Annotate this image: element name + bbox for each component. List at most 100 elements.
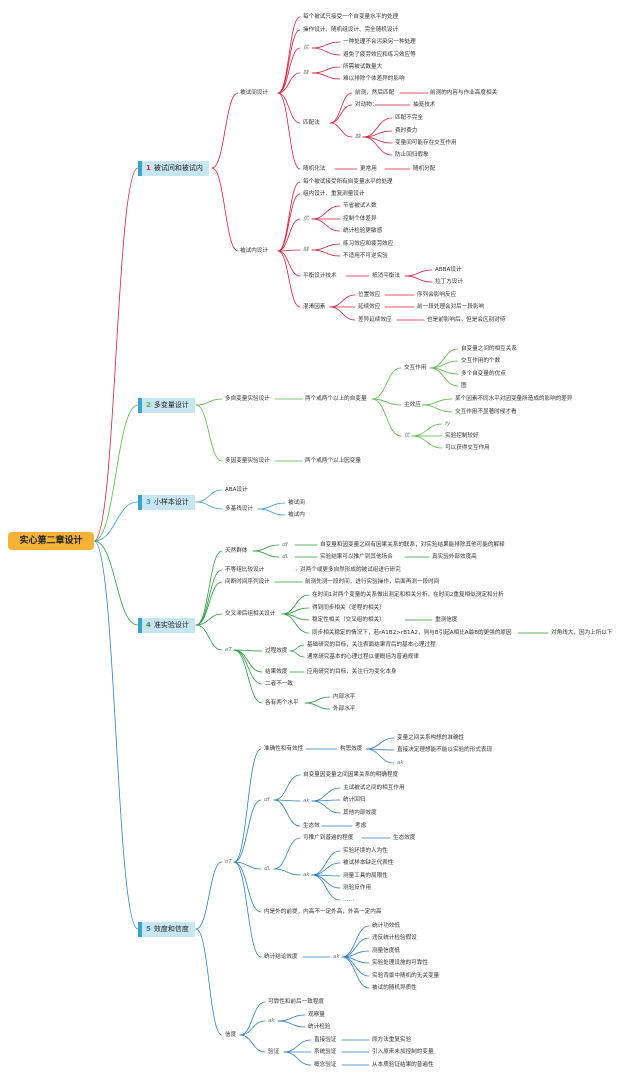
node-c5-rak[interactable]: ak <box>268 1018 275 1024</box>
node-c5-s4[interactable]: 实验处理设施的可靠性 <box>372 960 428 966</box>
node-c5-dak[interactable]: ak <box>303 872 310 878</box>
node-c4-ts[interactable]: 间断时间序列设计 <box>225 579 270 585</box>
node-c1-md2[interactable]: 费时费力 <box>395 128 418 134</box>
node-c4-cr3r[interactable]: 重测信度 <box>435 617 458 623</box>
node-c5-ra2[interactable]: 统计检验 <box>308 1024 331 1030</box>
node-c4-p1[interactable]: 基础研究的目标，关注表面结果背后的基本心理过程 <box>307 642 436 648</box>
node-c1-wa2[interactable]: 控制个体差异 <box>343 216 377 222</box>
node-c1-cf2[interactable]: 延续效应 <box>358 304 381 310</box>
node-c1-m2[interactable]: 对动物： <box>355 102 378 108</box>
node-c2-i1[interactable]: 自变量之间的相互关系 <box>461 346 517 352</box>
node-c5-co2[interactable]: 直接决定理想能不能以实验的形式表现 <box>397 747 493 753</box>
node-c5-construct[interactable]: 构思效度 <box>340 746 363 752</box>
node-c1-w2[interactable]: 组内设计、重复测量设计 <box>303 191 365 197</box>
node-c1-wdis[interactable]: 缺 <box>303 247 309 253</box>
node-c1-m1r[interactable]: 前测的内容与作业高度相关 <box>430 90 498 96</box>
node-c2-ad1[interactable]: fy <box>445 421 451 427</box>
node-c5-s2[interactable]: 违反统计检验假设 <box>372 935 417 941</box>
node-c1-d2[interactable]: 难以排除个体差异的影响 <box>343 76 405 82</box>
node-c2-i4[interactable]: 图 <box>461 383 467 389</box>
node-c4-noneq_t[interactable]: 对两个或更多自然形成的被试组进行研究 <box>300 567 401 573</box>
node-c3-mb1[interactable]: 被试间 <box>288 500 305 506</box>
node-c2-inter[interactable]: 交互作用 <box>404 365 427 371</box>
node-c5-dl1[interactable]: 可推广到普遍的程度 <box>303 835 354 841</box>
node-c2-adv[interactable]: 优 <box>404 433 410 439</box>
node-c4-dl[interactable]: dL <box>282 554 289 560</box>
node-c1-cf2r[interactable]: 前一段处理会对后一段影响 <box>417 304 485 310</box>
node-c1-w1[interactable]: 每个被试接受所有自变量水平的处理 <box>303 179 393 185</box>
node-c4-notsame[interactable]: 二者不一致 <box>265 681 293 687</box>
node-c5-co3[interactable]: ak <box>397 760 404 766</box>
node-c1-cf1[interactable]: 位置效应 <box>358 292 381 298</box>
node-c1-wd2[interactable]: 不适用不可逆实验 <box>343 253 388 259</box>
node-c2-main[interactable]: 主效应 <box>404 402 421 408</box>
node-c4-r1[interactable]: 应用研究的目标，关注行为变化本身 <box>307 669 397 675</box>
node-c5-ra1[interactable]: 观察量 <box>308 1012 325 1018</box>
node-c1-wa1[interactable]: 节省被试人数 <box>343 203 377 209</box>
node-c5-dk1[interactable]: 实验环境的人为性 <box>343 848 388 854</box>
node-c1-rand[interactable]: 随机化法 <box>303 166 326 172</box>
node-c1-abba[interactable]: ABBA设计 <box>435 267 462 273</box>
node-c1-between[interactable]: 被试间设计 <box>240 90 268 96</box>
node-c1-wd1[interactable]: 练习效应和疲劳效应 <box>343 241 394 247</box>
node-c1-balance[interactable]: 平衡设计技术 <box>303 273 337 279</box>
node-c5-dl[interactable]: dL <box>264 866 271 872</box>
node-c5-stat[interactable]: 统计结论效度 <box>264 954 298 960</box>
node-c5-v2[interactable]: 系统验证 <box>314 1049 337 1055</box>
node-c3-mb2[interactable]: 被试内 <box>288 512 305 518</box>
node-c5-co1[interactable]: 变量之间关系构想的准确性 <box>397 735 465 741</box>
node-c5-dk5[interactable]: …… <box>343 897 355 903</box>
node-c1-wa3[interactable]: 统计检验更敏感 <box>343 228 383 234</box>
node-c2-multi_m[interactable]: 两个或两个以上的自变量 <box>305 396 367 402</box>
node-c1-a2[interactable]: 避免了疲劳效应和练习效应等 <box>343 52 416 58</box>
node-c5-dl1r[interactable]: 生态效度 <box>393 835 416 841</box>
node-c1-cf3r[interactable]: 也是前影响后，但是会区别对待 <box>427 317 506 323</box>
node-c5-s1[interactable]: 统计功效低 <box>372 923 400 929</box>
node-c1-md4[interactable]: 防止回归假象 <box>395 152 429 158</box>
node-c5-df1[interactable]: 自变量因变量之间因果关系的明确程度 <box>303 772 399 778</box>
node-c5-sak[interactable]: ak <box>333 954 340 960</box>
node-c4-df[interactable]: df <box>282 542 288 548</box>
node-c1-cf3[interactable]: 差异延续效应 <box>358 317 392 323</box>
node-c5-ecol[interactable]: 生态效 <box>303 823 320 829</box>
node-c4-p2[interactable]: 通常研究基本的心理过程以便概括为普遍规律 <box>307 654 419 660</box>
node-c5-ak1[interactable]: 主试被试之间的相互作用 <box>343 785 405 791</box>
node-c4-cr2[interactable]: 得到同步相关（逆程的相关） <box>312 605 385 611</box>
node-c5-et[interactable]: eT <box>225 859 232 865</box>
node-c5-ak2[interactable]: 统计回归 <box>343 797 366 803</box>
node-c3-aba[interactable]: ABA设计 <box>225 487 248 493</box>
node-c5-s6[interactable]: 被试的随机异质性 <box>372 985 417 991</box>
node-c5-ak3[interactable]: 其他内部效度 <box>343 810 377 816</box>
node-c1-rand_r[interactable]: 随机分配 <box>413 166 436 172</box>
node-c1-md1[interactable]: 匹配不完全 <box>395 115 423 121</box>
node-c1-match[interactable]: 匹配法 <box>303 120 320 126</box>
node-c1-cf1r[interactable]: 序列会影响反应 <box>417 292 457 298</box>
node-c4-dl_r[interactable]: 真实验外部效度高 <box>432 554 477 560</box>
node-c5-rl1[interactable]: 可靠性和前后一致程度 <box>268 999 324 1005</box>
root-node[interactable]: 实心第二章设计 <box>8 532 94 550</box>
node-c1-md3[interactable]: 变量间可能存在交互作用 <box>395 140 457 146</box>
node-c5-verify[interactable]: 验证 <box>268 1049 280 1055</box>
node-c5-s3[interactable]: 测量信度低 <box>372 948 400 954</box>
node-c1-b1[interactable]: 每个被试只接受一个自变量水平的处理 <box>303 14 399 20</box>
node-c4-cr4[interactable]: 同步相关稳定的情况下，若rA1B2>rB1A2，则与B引起A相比A最B的更强的原… <box>312 630 512 636</box>
node-c4-process[interactable]: 过程效度 <box>265 648 288 654</box>
node-c4-et[interactable]: eT <box>225 647 232 653</box>
node-c4-nat[interactable]: 天然群体 <box>225 548 248 554</box>
node-c1-counter[interactable]: 抵消平衡法 <box>372 273 400 279</box>
node-c3-mb[interactable]: 多基线设计 <box>225 506 253 512</box>
node-c1-b2[interactable]: 操作设计、随机组设计、完全随机设计 <box>303 27 399 33</box>
node-c1-m2r[interactable]: 抽笼技术 <box>413 102 436 108</box>
node-c4-tl2[interactable]: 外部水平 <box>333 706 356 712</box>
node-c4-tl1[interactable]: 内部水平 <box>333 694 356 700</box>
node-c5-s5[interactable]: 实验背景中随机的无关变量 <box>372 973 440 979</box>
node-c5-v3[interactable]: 概念验证 <box>314 1062 337 1068</box>
node-c4-result[interactable]: 结果效度 <box>265 669 288 675</box>
node-c2-multi[interactable]: 多自变量实验设计 <box>225 396 270 402</box>
node-c2-ad3[interactable]: 可以获得交互作用 <box>445 445 490 451</box>
node-c1-conf[interactable]: 混淆因素 <box>303 304 326 310</box>
node-c4-cr4r[interactable]: 对角线大，因为上所以下 <box>551 630 613 636</box>
